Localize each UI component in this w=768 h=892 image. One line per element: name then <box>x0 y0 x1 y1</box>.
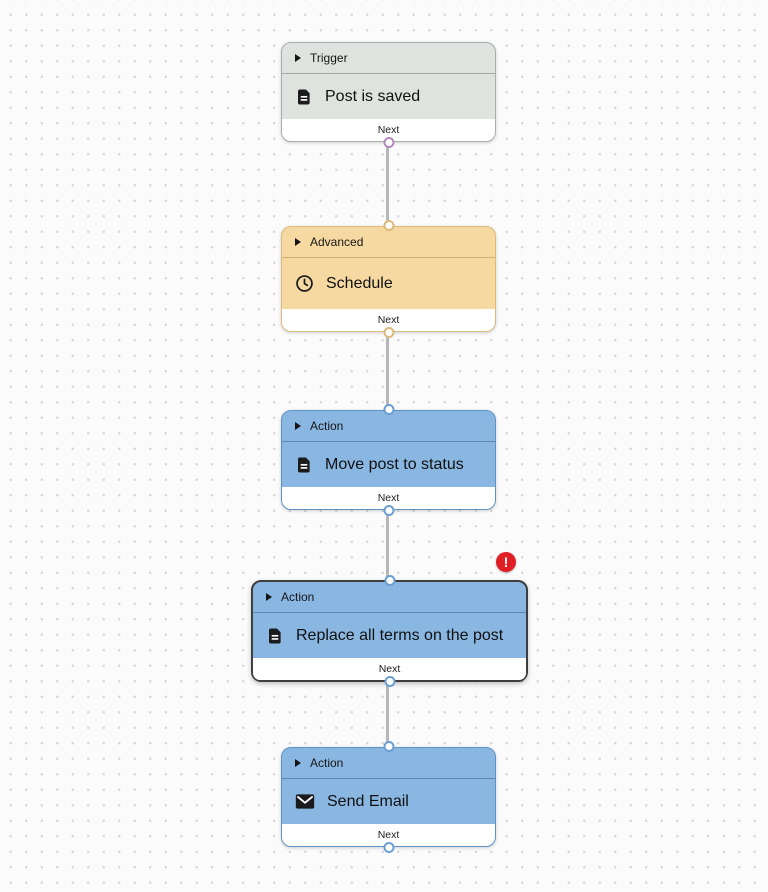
collapse-triangle-icon[interactable] <box>266 593 272 601</box>
connection-handle-bottom[interactable] <box>383 137 394 148</box>
node-category-label: Advanced <box>310 235 364 249</box>
connection-handle-top[interactable] <box>384 575 395 586</box>
connection-handle-top[interactable] <box>383 404 394 415</box>
next-branch-label: Next <box>378 663 401 675</box>
collapse-triangle-icon[interactable] <box>295 759 301 767</box>
document-icon <box>266 627 284 645</box>
connection-handle-bottom[interactable] <box>383 505 394 516</box>
node-category-label: Trigger <box>310 51 348 65</box>
connection-handle-top[interactable] <box>383 741 394 752</box>
next-branch-label: Next <box>377 492 400 504</box>
node-body: Send Email <box>282 779 495 824</box>
next-branch-label: Next <box>377 829 400 841</box>
node-body: Move post to status <box>282 442 495 487</box>
node-category-label: Action <box>310 419 344 433</box>
node-header: Advanced <box>282 227 495 258</box>
edge-connector[interactable] <box>386 678 389 747</box>
node-category-label: Action <box>281 590 315 604</box>
node-body: Replace all terms on the post <box>253 613 526 658</box>
node-footer: Next <box>282 309 495 331</box>
node-advanced-schedule[interactable]: Advanced Schedule Next <box>281 220 496 338</box>
node-body: Schedule <box>282 258 495 309</box>
node-title: Replace all terms on the post <box>296 626 504 644</box>
node-body: Post is saved <box>282 74 495 119</box>
connection-handle-bottom[interactable] <box>383 327 394 338</box>
node-footer: Next <box>282 824 495 846</box>
connection-handle-bottom[interactable] <box>384 676 395 687</box>
node-header: Action <box>282 748 495 779</box>
node-header: Trigger <box>282 43 495 74</box>
node-header: Action <box>282 411 495 442</box>
connection-handle-top[interactable] <box>383 220 394 231</box>
node-footer: Next <box>253 658 526 680</box>
collapse-triangle-icon[interactable] <box>295 54 301 62</box>
collapse-triangle-icon[interactable] <box>295 422 301 430</box>
node-action-move-post-to-status[interactable]: Action Move post to status Next <box>281 404 496 516</box>
edge-connector[interactable] <box>386 330 389 410</box>
error-badge-icon[interactable]: ! <box>496 552 516 572</box>
node-action-replace-all-terms[interactable]: Action Replace all terms on the post Nex… <box>251 575 528 687</box>
node-footer: Next <box>282 487 495 509</box>
node-trigger-post-is-saved[interactable]: Trigger Post is saved Next <box>281 42 496 148</box>
node-title: Post is saved <box>325 87 421 105</box>
node-title: Schedule <box>326 274 393 292</box>
clock-icon <box>295 274 314 293</box>
edge-connector[interactable] <box>386 140 389 226</box>
node-title: Move post to status <box>325 455 464 473</box>
document-icon <box>295 456 313 474</box>
envelope-icon <box>295 793 315 810</box>
node-action-send-email[interactable]: Action Send Email Next <box>281 741 496 853</box>
node-category-label: Action <box>310 756 344 770</box>
document-icon <box>295 88 313 106</box>
collapse-triangle-icon[interactable] <box>295 238 301 246</box>
connection-handle-bottom[interactable] <box>383 842 394 853</box>
edge-connector[interactable] <box>386 508 389 580</box>
next-branch-label: Next <box>377 314 400 326</box>
node-title: Send Email <box>327 792 409 810</box>
node-header: Action <box>253 582 526 613</box>
node-footer: Next <box>282 119 495 141</box>
next-branch-label: Next <box>377 124 400 136</box>
